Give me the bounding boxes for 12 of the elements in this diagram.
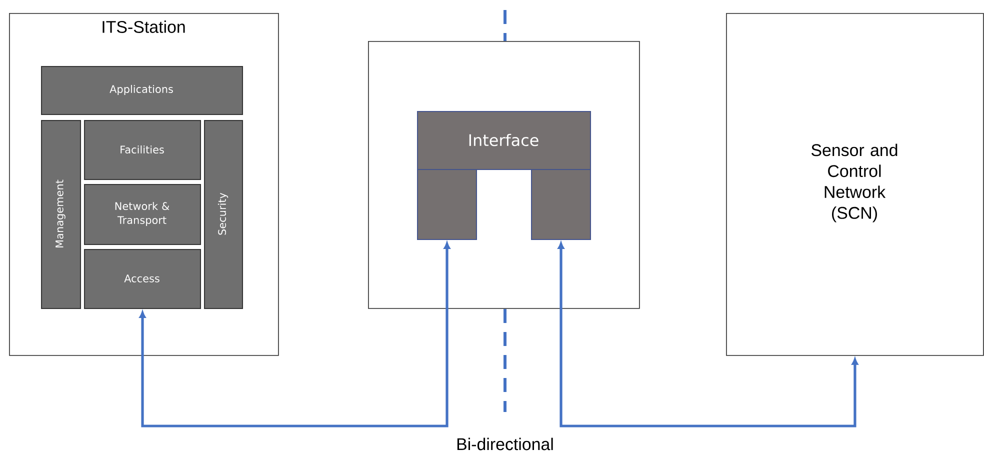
layer-box: Applications bbox=[41, 66, 243, 115]
layer-box: Network & Transport bbox=[84, 184, 201, 245]
layer-box: Management bbox=[41, 120, 81, 309]
layer-box: Access bbox=[84, 249, 201, 309]
caption-label: Bi-directional bbox=[457, 438, 553, 450]
layer-box: Security bbox=[204, 120, 243, 309]
interface-box bbox=[417, 169, 477, 240]
connector-arrow bbox=[139, 242, 450, 428]
connector-arrow bbox=[558, 242, 858, 428]
layer-box: Facilities bbox=[84, 120, 201, 180]
interface-box bbox=[531, 169, 591, 240]
container-box: Sensor and Control Network (SCN) bbox=[726, 13, 984, 356]
